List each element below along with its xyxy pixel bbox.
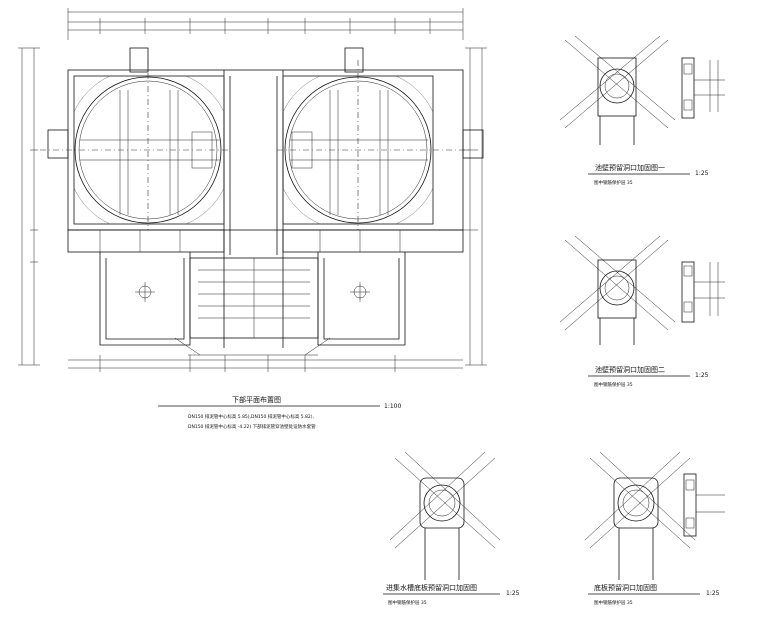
detail-4-scale: 1:25 — [706, 590, 720, 597]
bottom-dimensions — [68, 355, 463, 372]
detail-3-title: 进集水槽底板预留洞口加固图 — [386, 583, 477, 592]
sludge-pits — [99, 252, 406, 346]
main-plan-scale: 1:100 — [384, 403, 401, 410]
main-plan-note-2: DN150 排泥管中心标高 -4.22) 下部排泥管穿池壁处设防水套管 — [188, 423, 316, 430]
clarifier-right — [277, 60, 470, 230]
top-dimensions — [67, 8, 464, 40]
main-plan-title: 下部平面布置图 — [232, 395, 281, 404]
main-plan-title-block: 下部平面布置图 1:100 DN150 排泥管中心标高 5.85),DN150 … — [158, 395, 401, 430]
pipe-gallery — [174, 257, 331, 356]
detail-2-scale: 1:25 — [695, 372, 709, 379]
detail-4-title: 底板预留洞口加固图 — [594, 583, 657, 592]
detail-1-subtitle: 图中钢筋保护层 35 — [594, 179, 633, 186]
tank-walls — [47, 47, 484, 348]
main-plan: 下部平面布置图 1:100 DN150 排泥管中心标高 5.85),DN150 … — [18, 8, 487, 430]
detail-1: 池壁预留洞口加固图一 1:25 图中钢筋保护层 35 — [559, 35, 725, 186]
side-dimensions — [18, 47, 487, 366]
detail-2-title: 池壁预留洞口加固图二 — [595, 365, 665, 374]
detail-3-scale: 1:25 — [506, 590, 520, 597]
detail-2-subtitle: 图中钢筋保护层 35 — [594, 381, 633, 388]
detail-1-title: 池壁预留洞口加固图一 — [595, 163, 665, 172]
collection-channels — [67, 229, 464, 253]
detail-2: 池壁预留洞口加固图二 1:25 图中钢筋保护层 35 — [559, 235, 725, 388]
detail-1-scale: 1:25 — [695, 170, 709, 177]
clarifier-left — [40, 60, 230, 230]
detail-4: 底板预留洞口加固图 1:25 图中钢筋保护层 35 — [584, 451, 725, 606]
detail-3: 进集水槽底板预留洞口加固图 1:25 图中钢筋保护层 35 — [383, 451, 520, 606]
detail-3-subtitle: 图中钢筋保护层 35 — [388, 599, 427, 606]
main-plan-note-1: DN150 排泥管中心标高 5.85),DN150 排泥管中心标高 5.82), — [188, 413, 314, 420]
detail-4-subtitle: 图中钢筋保护层 35 — [594, 599, 633, 606]
